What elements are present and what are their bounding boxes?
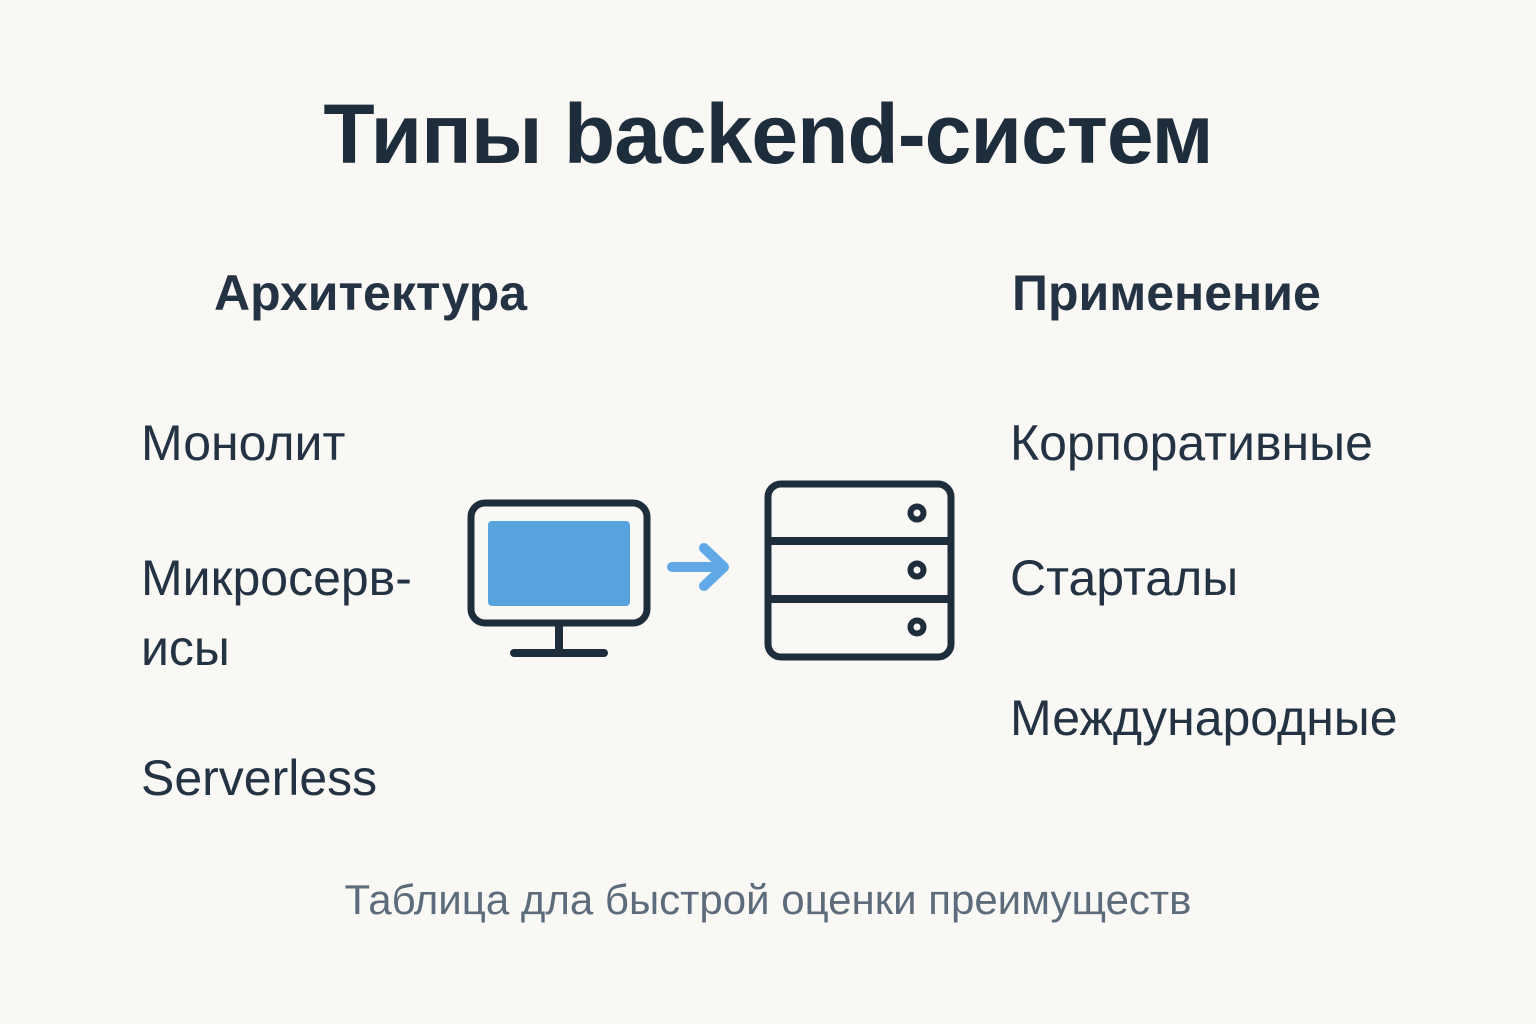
list-item-startups: Старталы: [1010, 550, 1239, 606]
arrow-right-icon: [667, 543, 729, 591]
monitor-to-server-illustration: [467, 480, 955, 661]
list-item-microservices: Микросерв- исы: [141, 550, 412, 676]
column-header-application: Применение: [1012, 265, 1321, 321]
list-item-corporate: Корпоративные: [1010, 415, 1373, 471]
page-title: Типы backend-систем: [323, 87, 1213, 181]
monitor-icon: [467, 499, 651, 657]
list-item-international: Международные: [1010, 690, 1398, 746]
server-rack-icon: [764, 480, 955, 661]
list-item-monolith: Монолит: [141, 415, 346, 471]
caption-text: Таблица дла быстрой оценки преимуществ: [344, 876, 1192, 923]
list-item-serverless: Serverless: [141, 750, 378, 806]
column-header-architecture: Архитектура: [214, 265, 528, 321]
